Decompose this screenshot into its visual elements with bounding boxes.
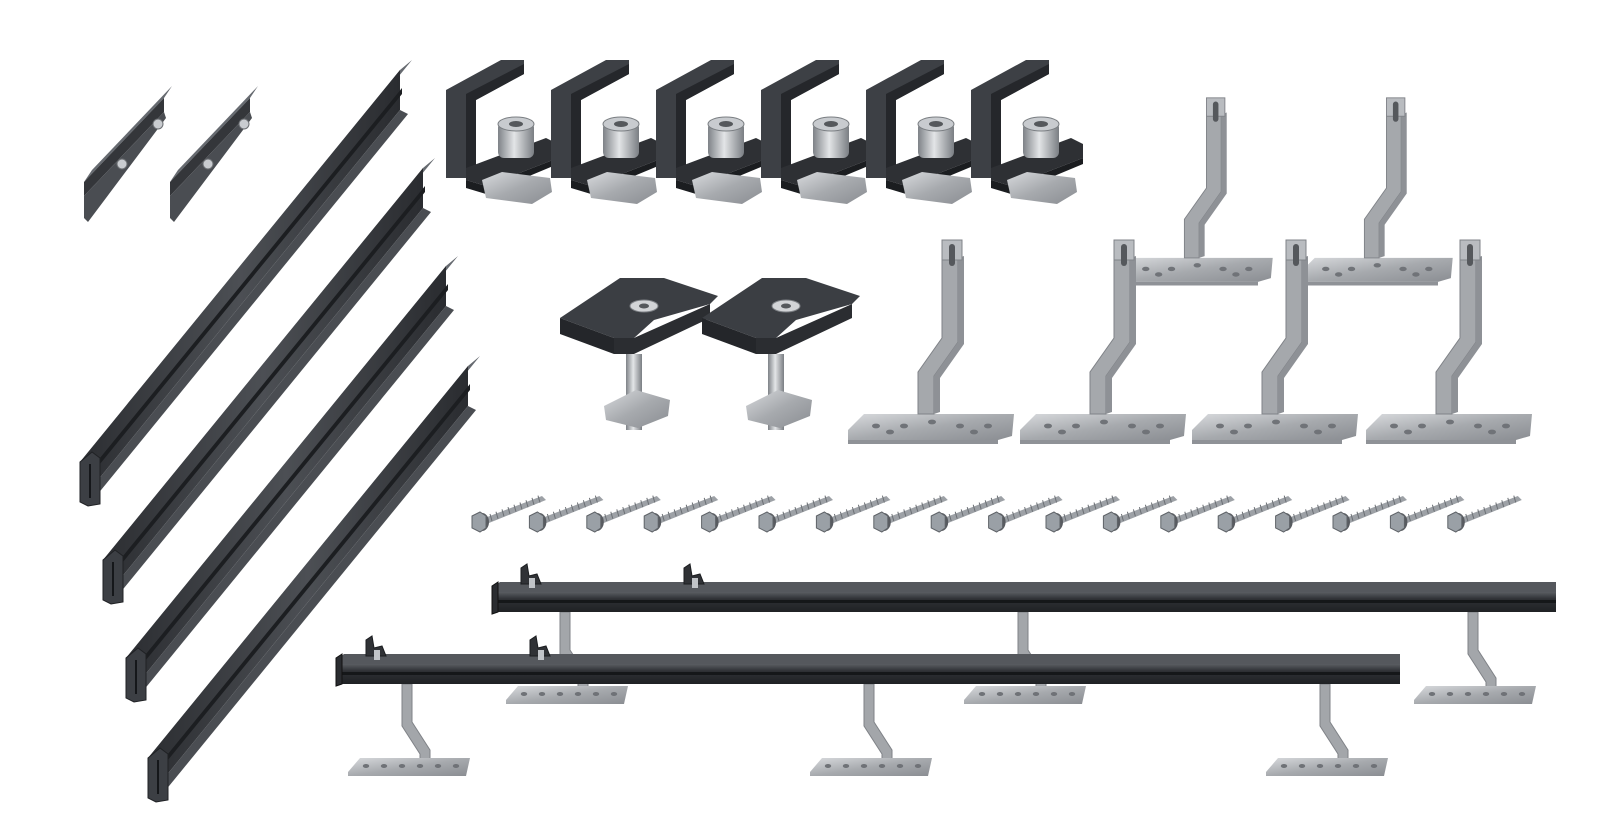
end-clamp [656, 60, 768, 204]
rail-connector [170, 86, 258, 222]
roof-hook [1020, 239, 1186, 444]
roof-hook [1300, 97, 1453, 286]
mounted-rail [335, 653, 1400, 687]
mounted-end-clamp [365, 635, 387, 660]
wood-screw [873, 495, 948, 533]
wood-screw [471, 495, 546, 533]
end-clamp-group [446, 60, 1083, 204]
short-rail-group [79, 60, 480, 803]
wood-screw [586, 495, 661, 533]
wood-screw [1045, 495, 1120, 533]
wood-screw [988, 495, 1063, 533]
assembled-rail-group [335, 563, 1556, 776]
roof-hook-mounted [810, 683, 932, 776]
roof-hook [1120, 97, 1273, 286]
aluminium-rail [147, 356, 480, 803]
wood-screw [1275, 495, 1350, 533]
wood-screw [1217, 495, 1293, 533]
end-clamp [971, 60, 1083, 204]
wood-screw [1389, 495, 1465, 533]
mid-clamp [560, 278, 718, 430]
wood-screw [815, 495, 891, 533]
wood-screw [758, 495, 833, 533]
wood-screw [528, 495, 604, 533]
end-clamp [866, 60, 978, 204]
rail-connector [84, 86, 172, 222]
wood-screw [1160, 495, 1235, 533]
mounted-end-clamp [683, 563, 705, 588]
wood-screw [701, 495, 776, 533]
roof-hook [1192, 239, 1358, 444]
roof-hook-mounted [1266, 683, 1388, 776]
wood-screw [1332, 495, 1407, 533]
mid-clamp [702, 278, 860, 430]
aluminium-rail [79, 60, 412, 507]
assembled-rail-run [335, 635, 1400, 776]
roof-hook-group [848, 97, 1532, 444]
end-clamp [446, 60, 558, 204]
mounted-end-clamp [529, 635, 551, 660]
wood-screw [1102, 495, 1178, 533]
aluminium-rail [102, 158, 435, 605]
wood-screw [643, 495, 719, 533]
wood-screw [930, 495, 1006, 533]
end-clamp [761, 60, 873, 204]
roof-hook [848, 239, 1014, 444]
roof-hook-mounted [1414, 611, 1536, 704]
aluminium-rail [125, 256, 458, 703]
roof-hook-mounted [348, 683, 470, 776]
end-clamp [551, 60, 663, 204]
mounted-end-clamp [520, 563, 542, 588]
screw-group [471, 495, 1522, 533]
roof-hook [1366, 239, 1532, 444]
wood-screw [1447, 495, 1522, 533]
mounted-rail [491, 581, 1556, 615]
mid-clamp-group [560, 278, 860, 430]
rail-connector-group [84, 86, 258, 222]
assembled-rail-run [491, 563, 1556, 704]
